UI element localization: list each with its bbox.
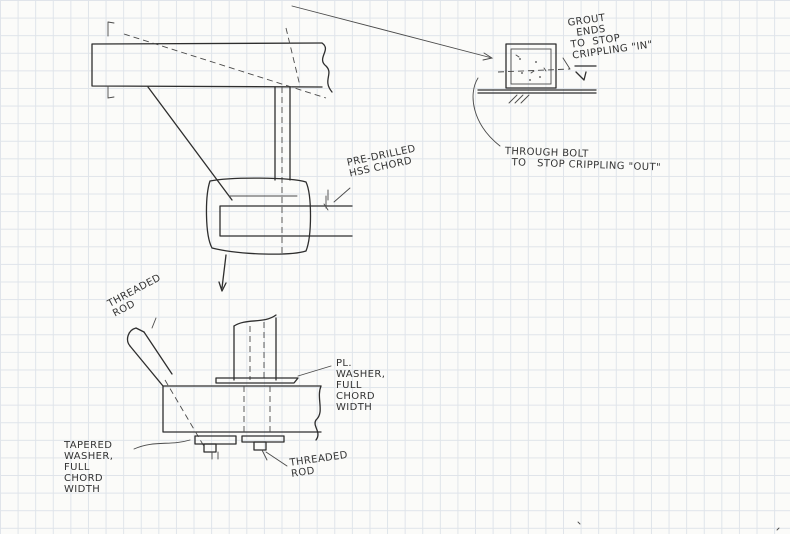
vertical-web-member xyxy=(274,86,291,255)
hss-section-detail xyxy=(472,43,597,147)
section-leader xyxy=(291,5,494,61)
diagonal-web-member xyxy=(147,86,233,201)
pre-drilled-leader xyxy=(327,187,351,203)
top-chord-elevation xyxy=(91,21,333,99)
top-rod-leader xyxy=(151,317,157,329)
tapered-washer-annotation: TAPERED WASHER, FULL CHORD WIDTH xyxy=(64,440,114,495)
bottom-rod-leader xyxy=(265,451,288,467)
tapered-washer-leader xyxy=(133,439,191,450)
bottom-chord-detail xyxy=(126,314,322,461)
pl-washer-annotation: PL. WASHER, FULL CHORD WIDTH xyxy=(336,358,386,413)
pl-washer-leader xyxy=(297,365,332,377)
detail-callout-circle xyxy=(205,177,353,292)
